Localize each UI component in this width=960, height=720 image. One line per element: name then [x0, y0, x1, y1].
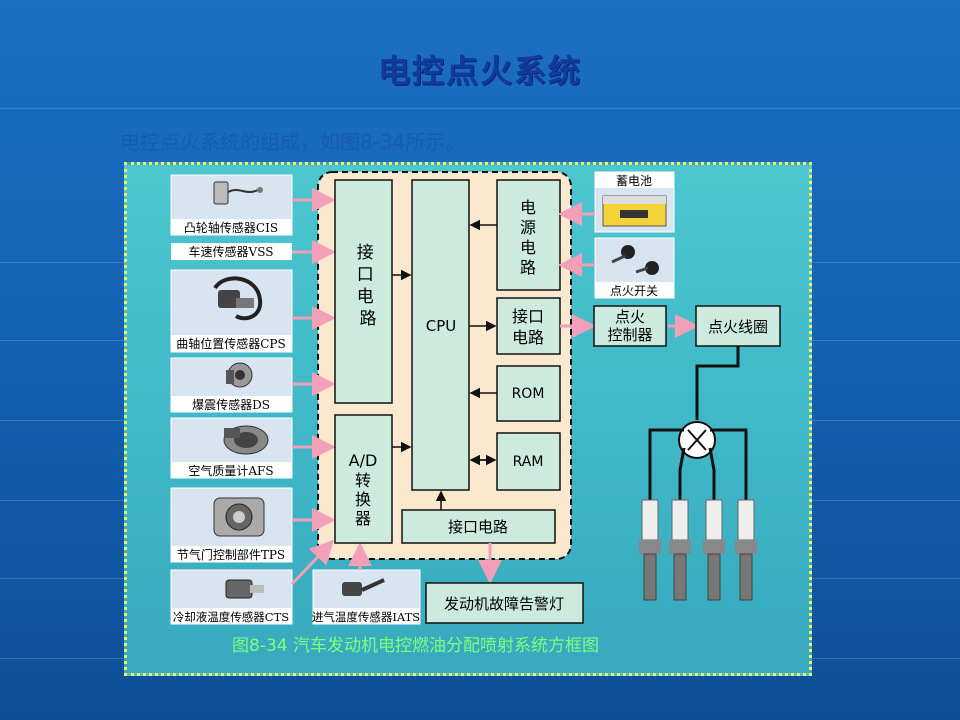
spark-plug-icon [703, 499, 725, 601]
cpu-label: CPU [426, 317, 457, 335]
key-icon [611, 245, 659, 275]
sensor-tps: 节气门控制部件TPS [170, 487, 293, 563]
distributor [648, 346, 748, 500]
sensor-label-cts: 冷却液温度传感器CTS [173, 610, 289, 624]
intake-temp-sensor-icon [342, 578, 385, 596]
ram-block: RAM [496, 432, 561, 491]
svg-text:接 口 电 路: 接 口 电 路 [357, 243, 379, 329]
sensor-vss: 车速传感器VSS [171, 243, 292, 260]
svg-text:接口: 接口 [512, 307, 544, 326]
subtitle: 电控点火系统的组成，如图8-34所示。 [120, 130, 466, 154]
sensor-label-cis: 凸轮轴传感器CIS [184, 220, 278, 235]
throttle-body-icon [213, 497, 265, 537]
sensor-iats: 进气温度传感器IATS [312, 569, 421, 625]
sensor-ds: 爆震传感器DS [170, 357, 293, 413]
svg-text:换: 换 [355, 490, 371, 509]
interface-left-char-2: 口 [357, 265, 374, 285]
svg-text:器: 器 [355, 509, 371, 528]
ram-label: RAM [513, 454, 544, 470]
sensor-cis: 凸轮轴传感器CIS [170, 174, 293, 236]
svg-text:控制器: 控制器 [607, 326, 652, 344]
crank-sensor-icon [213, 276, 263, 321]
ignition-switch-label: 点火开关 [610, 284, 658, 298]
spark-plugs [639, 499, 757, 601]
ignition-controller: 点火 控制器 [593, 305, 667, 347]
battery-icon [602, 195, 667, 227]
spark-plug-icon [669, 499, 691, 601]
interface-circuit-right: 接口 电路 [496, 297, 561, 355]
svg-text:点火: 点火 [615, 308, 645, 326]
sensor-afs: 空气质量计AFS [170, 417, 293, 479]
sensor-label-tps: 节气门控制部件TPS [177, 547, 285, 562]
sensor-cts: 冷却液温度传感器CTS [170, 569, 293, 625]
cpu-block: CPU [411, 179, 470, 491]
knock-sensor-icon [226, 362, 253, 388]
warning-lamp: 发动机故障告警灯 [425, 582, 584, 624]
interface-left-char-3: 电 [357, 287, 374, 307]
cam-sensor-icon [213, 181, 263, 205]
coolant-temp-sensor-icon [225, 579, 264, 599]
ignition-coil-label: 点火线圈 [708, 318, 768, 336]
svg-text:电: 电 [520, 198, 536, 217]
svg-text:电: 电 [520, 238, 536, 257]
sensor-cps: 曲轴位置传感器CPS [170, 269, 293, 353]
sensor-label-afs: 空气质量计AFS [188, 463, 273, 478]
power-circuit: 电 源 电 路 [496, 179, 561, 291]
spark-plug-icon [639, 499, 661, 601]
sensor-arrows [290, 188, 372, 586]
interface-circuit-bottom: 接口电路 [401, 509, 556, 544]
ignition-switch: 点火开关 [594, 237, 675, 299]
warning-lamp-label: 发动机故障告警灯 [444, 595, 564, 613]
svg-text:电路: 电路 [512, 328, 544, 347]
air-flow-meter-icon [223, 425, 269, 455]
sensor-label-vss: 车速传感器VSS [189, 244, 274, 259]
svg-text:A/D: A/D [349, 451, 378, 470]
internal-arrows [392, 219, 497, 510]
battery: 蓄电池 [594, 171, 675, 233]
battery-label: 蓄电池 [616, 174, 652, 188]
figure-caption: 图8-34 汽车发动机电控燃油分配喷射系统方框图 [232, 636, 599, 656]
rom-label: ROM [512, 386, 545, 402]
interface-bottom-label: 接口电路 [448, 518, 508, 536]
svg-text:路: 路 [520, 258, 536, 277]
svg-text:源: 源 [520, 218, 536, 237]
ad-converter: A/D 转 换 器 [334, 414, 393, 544]
power-arrows [478, 202, 699, 584]
ignition-coil: 点火线圈 [695, 305, 781, 347]
interface-left-char-1: 接 [357, 243, 374, 263]
page-title: 电控点火系统 [377, 52, 582, 90]
sensor-label-ds: 爆震传感器DS [192, 397, 270, 412]
interface-circuit-left: 接 口 电 路 [334, 179, 393, 404]
sensor-label-cps: 曲轴位置传感器CPS [176, 336, 285, 351]
interface-left-char-4: 路 [360, 309, 377, 329]
rom-block: ROM [496, 365, 561, 422]
spark-plug-icon [735, 499, 757, 601]
sensor-label-iats: 进气温度传感器IATS [312, 610, 420, 624]
svg-text:转: 转 [355, 471, 371, 490]
